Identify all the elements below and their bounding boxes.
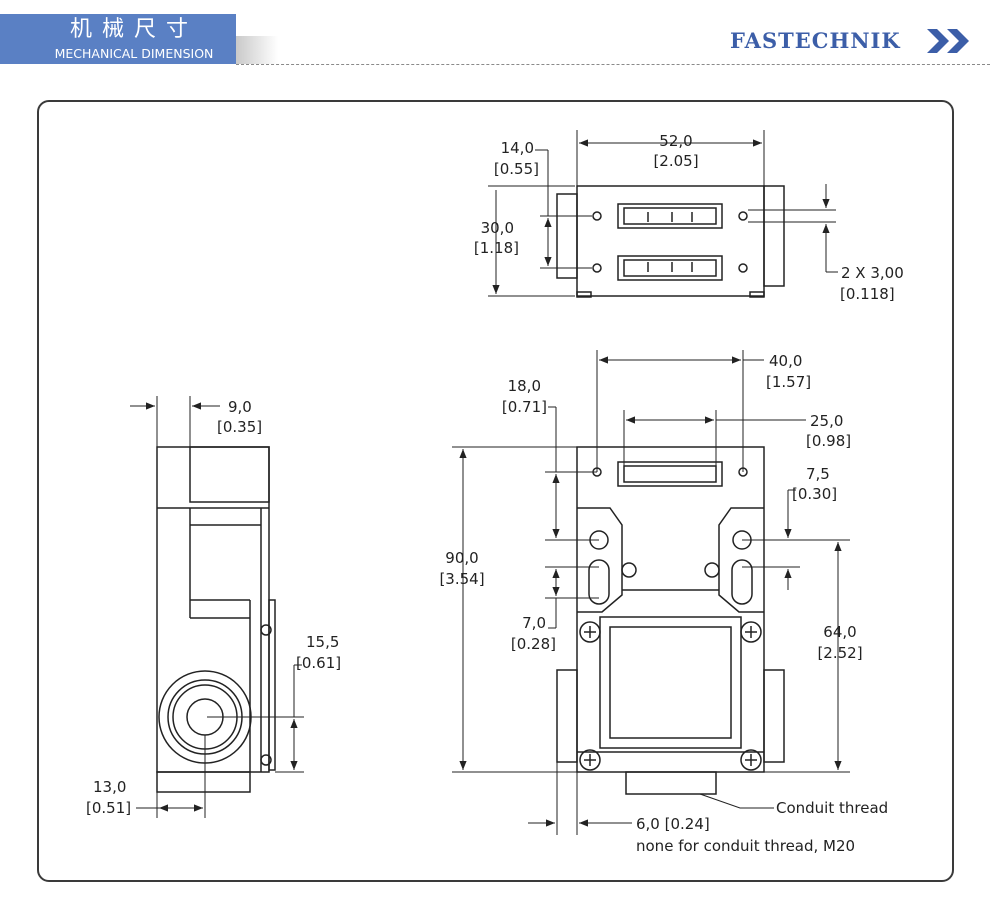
front-height-mm: 90,0 <box>445 549 478 567</box>
top-height-in: [1.18] <box>474 239 519 257</box>
front-slot-width-mm: 25,0 <box>810 412 843 430</box>
offset-note-conduit: none for conduit thread, M20 <box>636 837 855 855</box>
front-slot-offset-in: [0.30] <box>792 485 837 503</box>
front-view-dimensions <box>452 350 850 835</box>
front-slot-offset-mm: 7,5 <box>806 465 830 483</box>
side-view-dimensions <box>130 396 304 818</box>
front-slot-length-mm: 7,0 <box>522 614 546 632</box>
front-mount-height-in: [2.52] <box>817 644 862 662</box>
top-width-mm: 52,0 <box>659 132 692 150</box>
side-top-mm: 9,0 <box>228 398 252 416</box>
side-conduit-height-mm: 15,5 <box>306 633 339 651</box>
top-offset-in: [0.55] <box>494 160 539 178</box>
side-conduit-offset-mm: 13,0 <box>93 778 126 796</box>
side-view <box>156 446 276 793</box>
side-top-in: [0.35] <box>217 418 262 436</box>
conduit-thread-label: Conduit thread <box>776 799 888 817</box>
offset-note: 6,0 [0.24] <box>636 815 710 833</box>
front-hole-spacing-mm: 40,0 <box>769 352 802 370</box>
drawing-frame <box>37 100 954 882</box>
header-divider <box>236 64 990 65</box>
front-hole-spacing-in: [1.57] <box>766 373 811 391</box>
top-view-dimensions <box>488 130 838 297</box>
top-view <box>556 185 785 298</box>
top-offset-mm: 14,0 <box>501 139 534 157</box>
side-conduit-height-in: [0.61] <box>296 654 341 672</box>
top-holes-in: [0.118] <box>840 285 895 303</box>
front-mount-height-mm: 64,0 <box>823 623 856 641</box>
front-height-in: [3.54] <box>439 570 484 588</box>
top-width-in: [2.05] <box>653 152 698 170</box>
front-upper-offset-in: [0.71] <box>502 398 547 416</box>
side-conduit-offset-in: [0.51] <box>86 799 131 817</box>
brand-logo-text: FASTECHNIK <box>730 28 901 53</box>
front-view <box>556 446 785 795</box>
top-holes-mm: 2 X 3,00 <box>841 264 904 282</box>
front-upper-offset-mm: 18,0 <box>508 377 541 395</box>
header-tab <box>0 14 236 64</box>
double-chevron-right-icon <box>927 29 969 53</box>
section-title-english: MECHANICAL DIMENSION <box>54 46 214 61</box>
header-tab-shadow <box>236 36 278 64</box>
front-slot-length-in: [0.28] <box>511 635 556 653</box>
top-height-mm: 30,0 <box>481 219 514 237</box>
front-slot-width-in: [0.98] <box>806 432 851 450</box>
section-title-chinese: 机械尺寸 <box>69 17 198 42</box>
